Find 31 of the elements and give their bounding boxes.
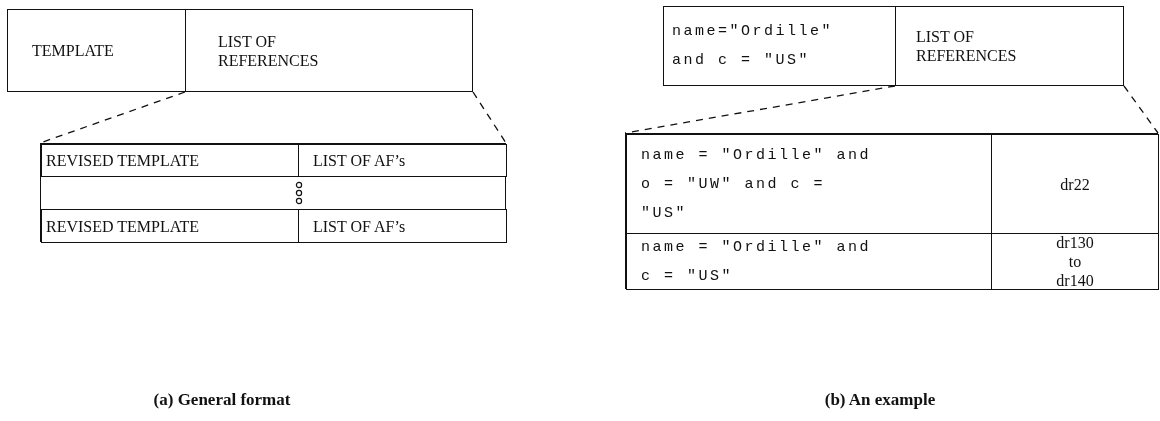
cell-text: TEMPLATE — [32, 41, 115, 60]
table-cell — [298, 144, 507, 177]
cell-text: dr22 — [1059, 175, 1091, 194]
figure-caption: (b) An example — [824, 390, 936, 410]
table-cell — [663, 6, 897, 86]
table-cell — [7, 9, 186, 92]
zoom-connector-line — [472, 91, 507, 144]
cell-text: LIST OF AF’s — [313, 216, 407, 236]
table-cell — [626, 134, 993, 235]
table-cell — [626, 233, 993, 290]
table-cell — [41, 144, 300, 177]
cell-text: LIST OF AF’s — [313, 151, 407, 170]
zoom-connector-line — [1123, 85, 1159, 134]
table-cell — [895, 6, 1124, 86]
cell-text: dr130 to dr140 — [1055, 233, 1095, 290]
table-cell — [991, 233, 1159, 290]
table-cell — [298, 209, 507, 243]
cell-text: name = "Ordille" and o = "UW" and c = "US" — [641, 146, 873, 224]
cell-text: REVISED TEMPLATE — [46, 151, 201, 170]
cell-text: REVISED TEMPLATE — [46, 216, 201, 236]
table-cell — [41, 209, 300, 243]
table-cell — [185, 9, 473, 92]
cell-text: LIST OF REFERENCES — [916, 27, 1018, 65]
cell-text: LIST OF REFERENCES — [218, 31, 320, 70]
cell-text: name="Ordille" and c = "US" — [672, 22, 835, 71]
zoom-connector-line — [624, 85, 896, 134]
figure-caption: (a) General format — [153, 390, 291, 410]
table-frame — [625, 133, 1158, 289]
table-cell — [991, 134, 1159, 235]
table-frame — [40, 143, 506, 242]
cell-text: name = "Ordille" and c = "US" — [641, 237, 873, 287]
